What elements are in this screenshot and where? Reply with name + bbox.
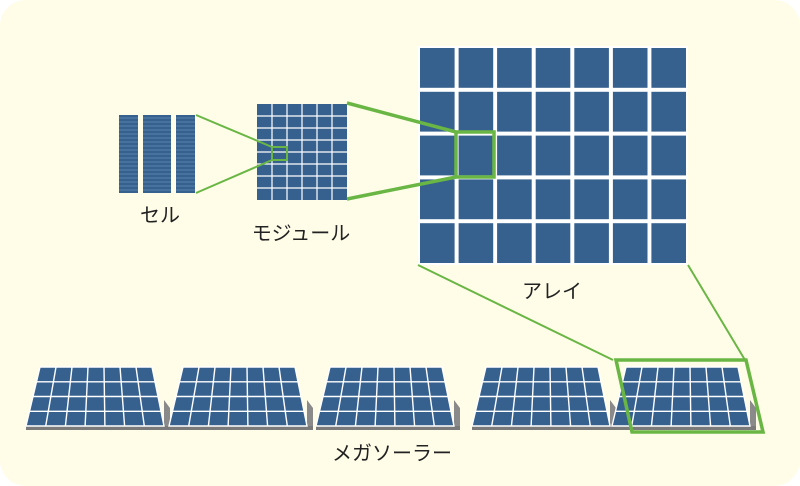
array-module bbox=[535, 91, 571, 132]
array-module bbox=[651, 135, 686, 176]
array-module bbox=[612, 135, 648, 176]
solar-panel-array-icon bbox=[25, 366, 170, 430]
panel-outline bbox=[168, 366, 308, 427]
cell-label: セル bbox=[140, 203, 180, 227]
array-module bbox=[651, 223, 686, 263]
panel-base bbox=[169, 426, 313, 430]
panel-outline bbox=[25, 366, 165, 427]
array-module bbox=[651, 179, 686, 220]
farm-highlight bbox=[613, 358, 766, 434]
panel-stand bbox=[750, 400, 756, 428]
array-module bbox=[497, 223, 532, 263]
array-module bbox=[574, 179, 609, 220]
array-module bbox=[574, 223, 609, 263]
array-module bbox=[535, 135, 571, 176]
array-module bbox=[420, 223, 455, 263]
panel-stand bbox=[164, 400, 170, 428]
panel-outline bbox=[471, 366, 611, 427]
array-module bbox=[420, 48, 455, 88]
solar-panel-array-icon bbox=[315, 366, 460, 430]
solar-cell-icon bbox=[119, 115, 195, 193]
array-module bbox=[574, 135, 609, 176]
array-module bbox=[612, 223, 648, 263]
array-module bbox=[574, 48, 609, 88]
panel-outline bbox=[315, 366, 455, 427]
connector-line bbox=[346, 101, 457, 134]
array-module bbox=[535, 48, 571, 88]
array-module bbox=[458, 135, 494, 176]
connector-line bbox=[687, 264, 746, 361]
array-module bbox=[612, 179, 648, 220]
array-module bbox=[420, 135, 455, 176]
array-module bbox=[420, 179, 455, 220]
mega-solar-label: メガソーラー bbox=[332, 441, 452, 465]
panel-stand bbox=[307, 400, 313, 428]
panel-base bbox=[472, 426, 616, 430]
connector-line bbox=[195, 159, 273, 194]
array-module bbox=[535, 223, 571, 263]
array-module bbox=[651, 91, 686, 132]
solar-module-icon bbox=[257, 104, 347, 200]
array-module bbox=[574, 91, 609, 132]
array-module bbox=[458, 48, 494, 88]
panel-base bbox=[612, 426, 756, 430]
array-module bbox=[497, 48, 532, 88]
panel-stand bbox=[454, 400, 460, 428]
array-module bbox=[497, 135, 532, 176]
module-highlight bbox=[271, 146, 288, 161]
solar-panel-array-icon bbox=[611, 358, 766, 434]
array-module bbox=[497, 179, 532, 220]
array-module bbox=[458, 179, 494, 220]
array-highlight bbox=[454, 130, 496, 179]
panel-outline bbox=[611, 366, 751, 427]
connector-line bbox=[417, 264, 614, 361]
array-label: アレイ bbox=[522, 279, 582, 303]
array-module bbox=[458, 91, 494, 132]
array-module bbox=[535, 179, 571, 220]
array-module bbox=[497, 91, 532, 132]
mega-solar-farm bbox=[25, 358, 766, 434]
solar-panel-array-icon bbox=[471, 366, 616, 430]
module-label: モジュール bbox=[252, 221, 351, 245]
array-module bbox=[651, 48, 686, 88]
array-module bbox=[612, 48, 648, 88]
zoom-connectors bbox=[195, 101, 746, 361]
array-module bbox=[458, 223, 494, 263]
connector-line bbox=[195, 114, 273, 148]
solar-panel-array-icon bbox=[168, 366, 313, 430]
solar-array-icon bbox=[418, 46, 688, 265]
panel-base bbox=[26, 426, 170, 430]
array-module bbox=[612, 91, 648, 132]
panel-base bbox=[316, 426, 460, 430]
connector-line bbox=[346, 175, 457, 201]
